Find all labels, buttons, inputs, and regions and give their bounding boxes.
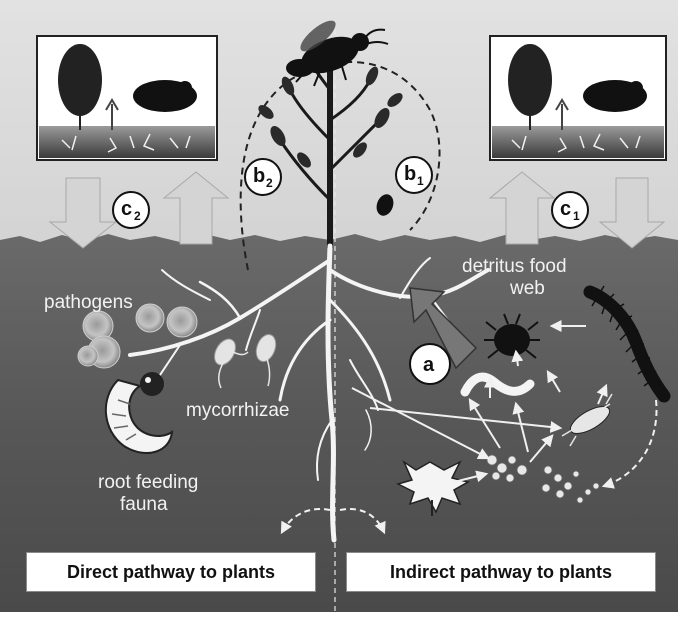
marker-c1: c 1 xyxy=(552,192,588,228)
svg-text:a: a xyxy=(423,354,435,376)
svg-text:c: c xyxy=(121,198,132,220)
svg-text:b: b xyxy=(253,165,265,187)
label-detritus-line2: web xyxy=(509,278,545,299)
svg-text:b: b xyxy=(404,163,416,185)
svg-text:2: 2 xyxy=(134,209,141,223)
plant-community-box-right xyxy=(490,36,666,160)
direct-pathway-text: Direct pathway to plants xyxy=(67,562,275,583)
label-pathogens: pathogens xyxy=(44,292,133,313)
label-mycorrhizae: mycorrhizae xyxy=(186,400,289,421)
direct-pathway-label: Direct pathway to plants xyxy=(26,552,316,592)
svg-text:1: 1 xyxy=(417,174,424,188)
label-root-feeding-line1: root feeding xyxy=(98,472,198,493)
label-root-feeding-line2: fauna xyxy=(120,494,168,515)
marker-b1: b 1 xyxy=(396,157,432,193)
svg-text:c: c xyxy=(560,198,571,220)
label-detritus-line1: detritus food xyxy=(462,256,567,277)
plant-community-box-left xyxy=(37,36,217,160)
marker-b2: b 2 xyxy=(245,159,281,195)
marker-c2: c 2 xyxy=(113,192,149,228)
indirect-pathway-label: Indirect pathway to plants xyxy=(346,552,656,592)
marker-a: a xyxy=(410,344,450,384)
indirect-pathway-text: Indirect pathway to plants xyxy=(390,562,612,583)
svg-text:1: 1 xyxy=(573,209,580,223)
svg-text:2: 2 xyxy=(266,176,273,190)
